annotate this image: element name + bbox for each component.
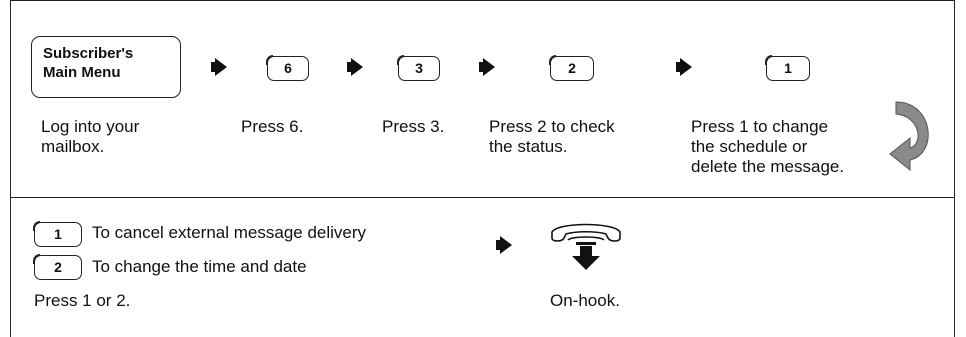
press1-caption-line1: Press 1 to change <box>691 117 829 136</box>
option-key-2: 2 <box>33 254 82 280</box>
key-6: 6 <box>266 55 309 81</box>
menu-caption-line2: mailbox. <box>41 137 105 156</box>
curved-return-arrow-icon <box>889 101 929 172</box>
arrow-right-icon <box>479 58 495 76</box>
menu-box-line2: Main Menu <box>43 64 121 81</box>
option-2-label: To change the time and date <box>92 257 307 276</box>
key-1: 1 <box>765 55 810 81</box>
menu-caption: Log into your mailbox. <box>41 117 139 157</box>
section-divider <box>10 197 955 198</box>
phone-handset-down-icon <box>551 223 621 270</box>
onhook-caption: On-hook. <box>550 291 620 310</box>
menu-box-line1: Subscriber's <box>43 45 134 62</box>
arrow-right-icon <box>676 58 692 76</box>
press6-caption: Press 6. <box>241 117 304 136</box>
arrow-right-icon <box>211 58 227 76</box>
key-2: 2 <box>549 55 594 81</box>
press1-caption-line3: delete the message. <box>691 157 845 176</box>
subscriber-main-menu-box: Subscriber's Main Menu <box>31 36 181 98</box>
options-caption: Press 1 or 2. <box>34 291 131 310</box>
press2-caption: Press 2 to check the status. <box>489 117 615 157</box>
menu-caption-line1: Log into your <box>41 117 140 136</box>
arrow-right-icon <box>496 236 512 254</box>
option-key-1: 1 <box>33 221 82 247</box>
option-1-label: To cancel external message delivery <box>92 223 367 242</box>
press2-caption-line1: Press 2 to check <box>489 117 615 136</box>
press1-caption-line2: the schedule or <box>691 137 808 156</box>
press1-caption: Press 1 to change the schedule or delete… <box>691 117 844 177</box>
arrow-right-icon <box>347 58 363 76</box>
key-3: 3 <box>397 55 440 81</box>
press3-caption: Press 3. <box>382 117 445 136</box>
diagram-frame <box>10 0 955 337</box>
press2-caption-line2: the status. <box>489 137 568 156</box>
